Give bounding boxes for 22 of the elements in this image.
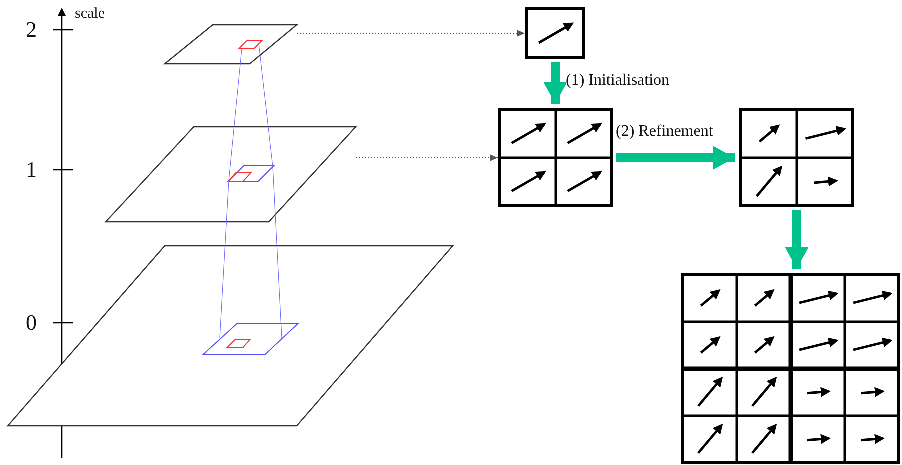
tick-label: 1 — [26, 159, 37, 181]
projection-line — [272, 166, 282, 338]
projection-line — [258, 44, 274, 168]
tick-label: 2 — [26, 19, 37, 41]
projection-line — [228, 48, 242, 182]
scale-plane — [106, 127, 356, 222]
scale-plane — [165, 25, 297, 64]
edge-label: (1) Initialisation — [566, 73, 670, 89]
vector-grid — [683, 275, 899, 463]
edge-label: (2) Refinement — [616, 124, 714, 140]
tick-label: 0 — [26, 312, 37, 334]
scale-plane — [8, 246, 453, 426]
dotted-arrow — [356, 154, 498, 162]
axis-label: scale — [75, 7, 105, 22]
block-arrow — [616, 146, 735, 170]
block-arrow — [785, 210, 809, 269]
vector-grid — [741, 110, 853, 206]
dotted-arrow — [296, 30, 526, 37]
vector-cell — [527, 9, 584, 58]
vector-grid — [500, 110, 612, 206]
block-arrow — [544, 62, 568, 104]
projection-line — [220, 180, 230, 338]
